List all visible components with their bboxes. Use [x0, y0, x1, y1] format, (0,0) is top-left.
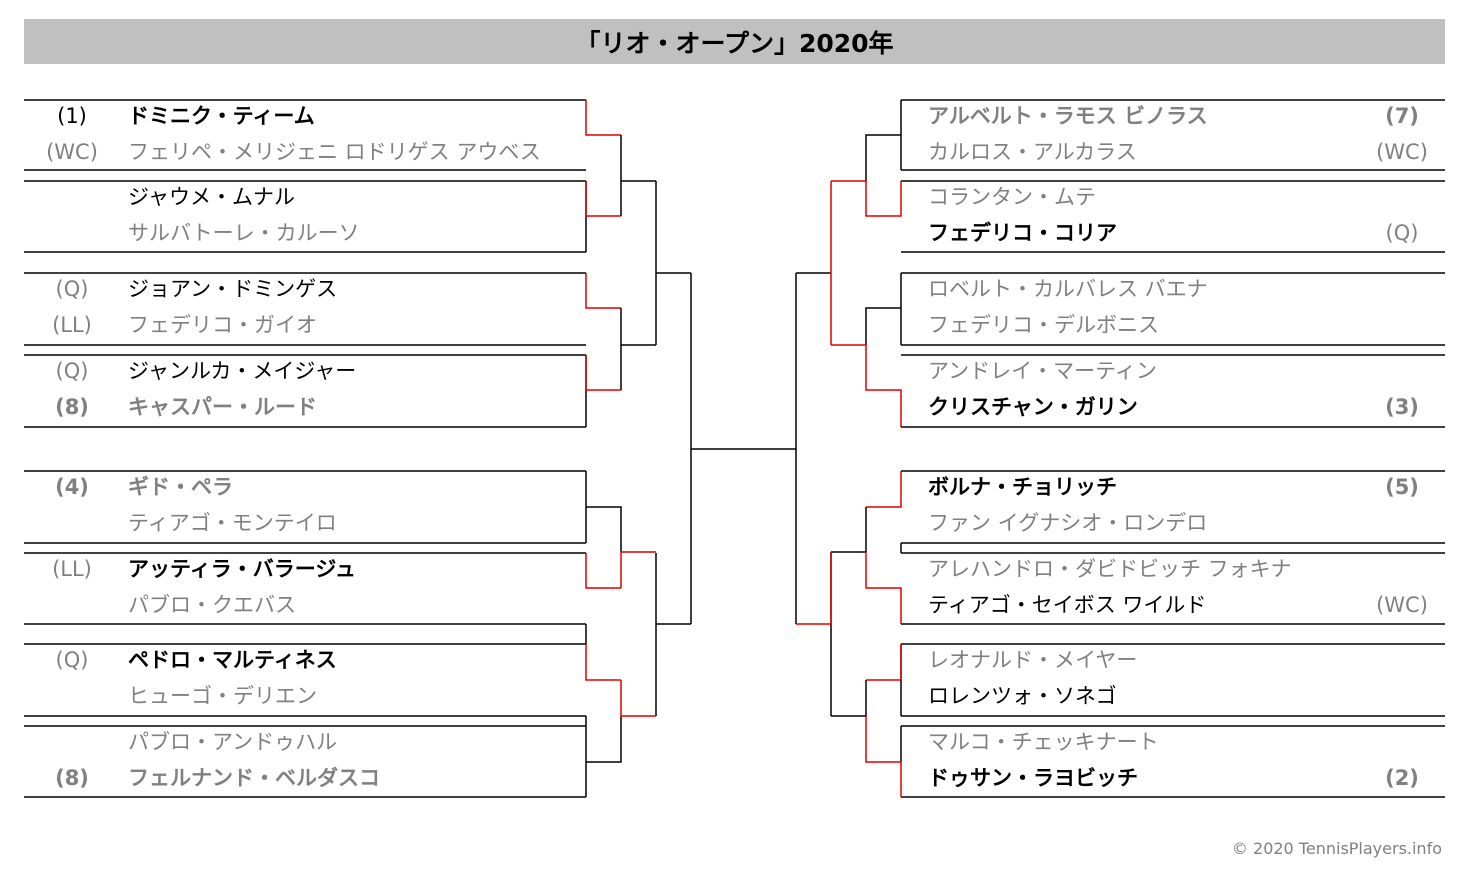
- player-name: カルロス・アルカラス: [928, 140, 1137, 164]
- player-seed: (WC): [1376, 140, 1428, 164]
- player-name: ファン イグナシオ・ロンデロ: [928, 511, 1208, 535]
- player-name: アッティラ・バラージュ: [128, 557, 356, 581]
- player-name: ジャンルカ・メイジャー: [128, 359, 357, 383]
- player-seed: (LL): [52, 313, 92, 337]
- player-name: ロレンツォ・ソネゴ: [928, 684, 1117, 708]
- player-seed: (LL): [52, 557, 92, 581]
- player-seed: (Q): [55, 359, 89, 383]
- player-name: キャスパー・ルード: [128, 395, 317, 419]
- player-seed: (1): [57, 104, 87, 128]
- player-name: ジョアン・ドミンゲス: [128, 277, 338, 301]
- player-name: ペドロ・マルティネス: [128, 648, 337, 672]
- player-name: パブロ・アンドゥハル: [128, 730, 338, 754]
- player-name: サルバトーレ・カルーソ: [128, 221, 360, 245]
- player-seed: (5): [1385, 475, 1419, 499]
- player-name: マルコ・チェッキナート: [928, 730, 1159, 754]
- player-name: アルベルト・ラモス ビノラス: [928, 104, 1208, 128]
- player-name: ドゥサン・ラヨビッチ: [928, 766, 1138, 790]
- player-name: フェルナンド・ベルダスコ: [128, 766, 380, 790]
- player-seed: (7): [1385, 104, 1419, 128]
- player-name: ヒューゴ・デリエン: [128, 684, 317, 708]
- player-name: フェデリコ・コリア: [928, 221, 1117, 245]
- player-seed: (WC): [46, 140, 98, 164]
- player-seed: (8): [55, 395, 89, 419]
- player-name: レオナルド・メイヤー: [928, 648, 1138, 672]
- player-name: クリスチャン・ガリン: [928, 395, 1138, 419]
- player-name: フェデリコ・デルボニス: [928, 313, 1159, 337]
- player-seed: (4): [55, 475, 89, 499]
- player-seed: (Q): [55, 277, 89, 301]
- player-name: ジャウメ・ムナル: [128, 185, 295, 209]
- player-seed: (2): [1385, 766, 1419, 790]
- player-name: フェリペ・メリジェニ ロドリゲス アウベス: [128, 140, 541, 164]
- player-name: ロベルト・カルバレス バエナ: [928, 277, 1208, 301]
- player-seed: (3): [1385, 395, 1419, 419]
- player-name: ギド・ペラ: [128, 475, 233, 499]
- player-name: ティアゴ・セイボス ワイルド: [928, 593, 1207, 617]
- player-name: アレハンドロ・ダビドビッチ フォキナ: [928, 557, 1292, 581]
- player-seed: (Q): [1385, 221, 1419, 245]
- copyright-notice: © 2020 TennisPlayers.info: [1231, 839, 1442, 858]
- player-name: パブロ・クエバス: [128, 593, 296, 617]
- player-name: ドミニク・ティーム: [128, 104, 315, 128]
- player-name: コランタン・ムテ: [928, 185, 1096, 209]
- player-name: ティアゴ・モンテイロ: [128, 511, 337, 535]
- player-seed: (WC): [1376, 593, 1428, 617]
- player-name: フェデリコ・ガイオ: [128, 313, 317, 337]
- tournament-title: 「リオ・オープン」2020年: [24, 19, 1445, 64]
- player-name: ボルナ・チョリッチ: [928, 475, 1117, 499]
- player-seed: (Q): [55, 648, 89, 672]
- player-seed: (8): [55, 766, 89, 790]
- player-name: アンドレイ・マーティン: [928, 359, 1157, 383]
